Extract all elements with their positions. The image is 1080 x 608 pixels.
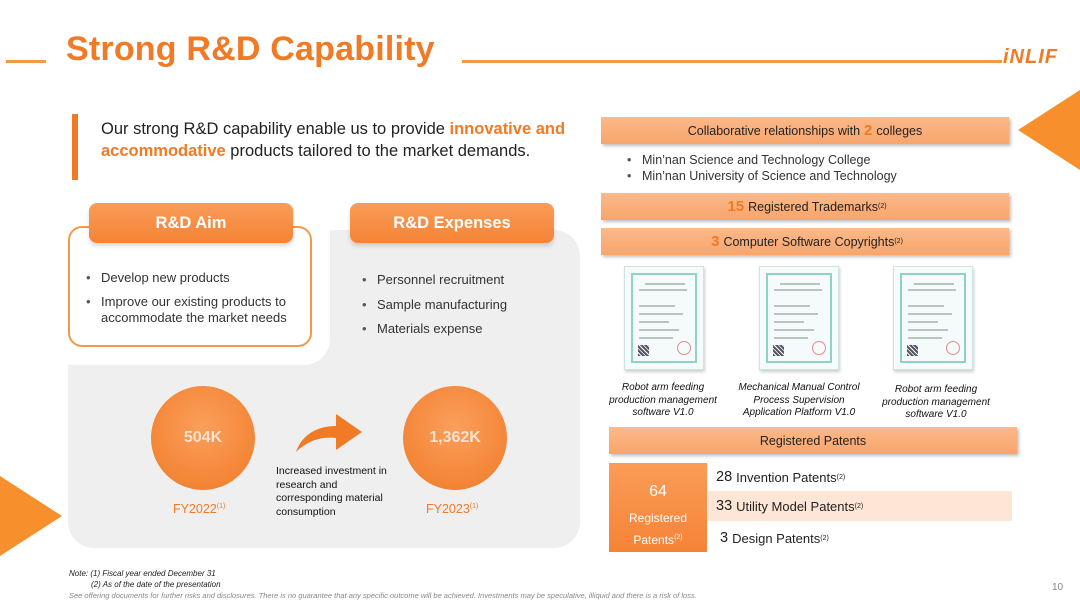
patent-footnote: (2) (820, 534, 829, 542)
copyrights-footnote: (2) (894, 238, 903, 245)
patent-count: 33 (716, 498, 733, 514)
colleges-list: Min’nan Science and Technology College M… (627, 152, 957, 184)
colleges-banner: Collaborative relationships with 2 colle… (601, 117, 1009, 144)
intro-highlight: innovative and accommodative (101, 120, 566, 160)
certificate-caption: Mechanical Manual Control Process Superv… (738, 382, 860, 418)
footnotes: Note: (1) Fiscal year ended December 31 … (69, 568, 221, 590)
decorative-triangle-right (1018, 90, 1080, 170)
patents-total-footnote: (2) (674, 534, 683, 541)
list-item: Develop new products (86, 270, 306, 286)
patent-row: 33 Utility Model Patents(2) (708, 491, 1012, 521)
trademarks-count: 15 (727, 198, 745, 215)
certificate-caption: Robot arm feeding production management … (609, 382, 717, 418)
list-item: Materials expense (362, 321, 572, 337)
trademarks-banner: 15 Registered Trademarks(2) (601, 193, 1009, 220)
patent-footnote: (2) (854, 502, 864, 510)
fy2023-label: FY2023(1) (426, 502, 478, 516)
fy2023-text: FY2023 (426, 502, 470, 516)
patent-label: Utility Model Patents (736, 498, 855, 514)
colleges-prefix: Collaborative relationships with (687, 123, 861, 138)
copyrights-count: 3 (711, 233, 720, 250)
list-item: Personnel recruitment (362, 272, 572, 288)
footnote-1: Note: (1) Fiscal year ended December 31 (69, 569, 216, 578)
intro-text: Our strong R&D capability enable us to p… (101, 119, 571, 162)
aim-header: R&D Aim (89, 203, 293, 243)
company-logo: iNLIF (1003, 46, 1058, 68)
certificate-image (893, 266, 973, 370)
copyrights-label: Computer Software Copyrights (723, 234, 895, 249)
patent-count: 28 (716, 469, 733, 485)
intro-part2: products tailored to the market demands. (225, 141, 531, 160)
footnote-2: (2) As of the date of the presentation (91, 580, 221, 589)
decorative-triangle-left (0, 476, 62, 556)
page-title: Strong R&D Capability (66, 30, 435, 68)
trademarks-footnote: (2) (878, 203, 887, 210)
intro-accent-bar (72, 114, 78, 180)
title-rule-left (6, 60, 46, 63)
list-item: Min’nan University of Science and Techno… (627, 168, 957, 184)
intro-part1: Our strong R&D capability enable us to p… (101, 120, 450, 138)
patent-label: Design Patents (732, 530, 821, 546)
fy2022-value-circle: 504K (151, 386, 255, 490)
patent-count: 3 (720, 530, 729, 546)
fy2023-footnote: (1) (469, 502, 479, 510)
patent-footnote: (2) (836, 473, 846, 481)
certificate-image (624, 266, 704, 370)
page-number: 10 (1052, 582, 1064, 593)
patents-total-text: Registered Patents (628, 511, 688, 547)
expenses-header: R&D Expenses (350, 203, 554, 243)
disclaimer: See offering documents for further risks… (69, 591, 697, 600)
expenses-list: Personnel recruitment Sample manufacturi… (362, 272, 572, 346)
patents-total-label: Registered Patents(2) (609, 509, 707, 550)
list-item: Improve our existing products to accommo… (86, 294, 306, 326)
aim-list: Develop new products Improve our existin… (86, 270, 306, 334)
list-item: Sample manufacturing (362, 297, 572, 313)
fy2022-footnote: (1) (216, 502, 226, 510)
list-item: Min’nan Science and Technology College (627, 152, 957, 168)
patent-label: Invention Patents (736, 469, 837, 485)
certificate-caption: Robot arm feeding production management … (882, 384, 990, 420)
arrow-caption: Increased investment in research and cor… (276, 465, 387, 518)
colleges-suffix: colleges (876, 123, 923, 138)
fy2022-label: FY2022(1) (173, 502, 225, 516)
certificate-image (759, 266, 839, 370)
growth-arrow-icon (296, 414, 362, 452)
trademarks-label: Registered Trademarks (748, 199, 879, 214)
patent-row: 28 Invention Patents(2) (708, 462, 1012, 492)
title-rule-right (462, 60, 1002, 63)
patents-banner: Registered Patents (609, 427, 1017, 454)
fy2022-text: FY2022 (173, 502, 217, 516)
patent-row: 3 Design Patents(2) (708, 523, 1012, 553)
copyrights-banner: 3 Computer Software Copyrights(2) (601, 228, 1009, 255)
patents-total-count: 64 (649, 483, 667, 500)
fy2023-value-circle: 1,362K (403, 386, 507, 490)
colleges-count: 2 (864, 122, 873, 139)
patents-total-box: 64 Registered Patents(2) (609, 463, 707, 552)
